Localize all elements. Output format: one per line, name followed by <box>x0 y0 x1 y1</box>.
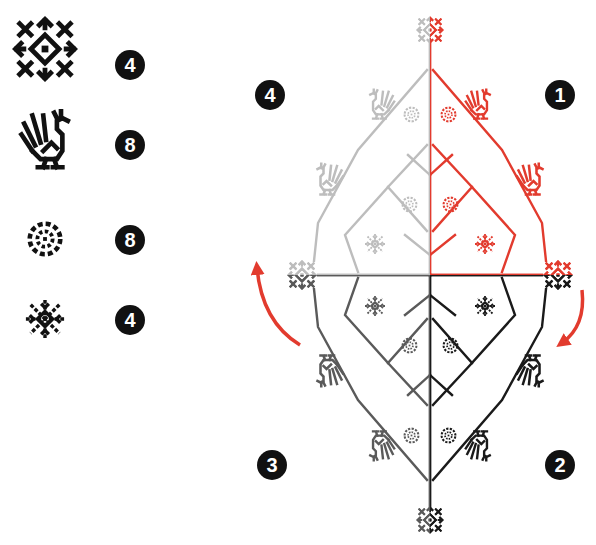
callout-number: 1 <box>554 85 565 105</box>
flake-motif <box>26 300 64 338</box>
callout-number: 8 <box>124 230 135 250</box>
callout-number: 3 <box>266 455 277 475</box>
callout-number: 4 <box>124 55 135 75</box>
ornament-quarter <box>430 275 571 532</box>
rosette-motif <box>30 224 61 255</box>
rotation-arrow <box>562 290 583 343</box>
callout-circle: 4 <box>115 305 145 335</box>
callout-circle: 1 <box>545 80 575 110</box>
callout-circle: 4 <box>115 50 145 80</box>
ornament-quarter <box>289 18 430 275</box>
rotation-arrow <box>257 268 300 345</box>
callout-number: 8 <box>124 135 135 155</box>
callout-circle: 8 <box>115 225 145 255</box>
callout-circle: 8 <box>115 130 145 160</box>
callout-circle: 2 <box>545 450 575 480</box>
star-motif <box>15 19 74 78</box>
callout-number: 4 <box>264 85 275 105</box>
callout-circle: 4 <box>255 80 285 110</box>
callout-number: 4 <box>124 310 135 330</box>
ornament-quarter <box>430 18 571 275</box>
ornament-quarter <box>289 275 430 532</box>
callout-number: 2 <box>554 455 565 475</box>
bird-motif <box>21 111 67 167</box>
callout-circle: 3 <box>257 450 287 480</box>
